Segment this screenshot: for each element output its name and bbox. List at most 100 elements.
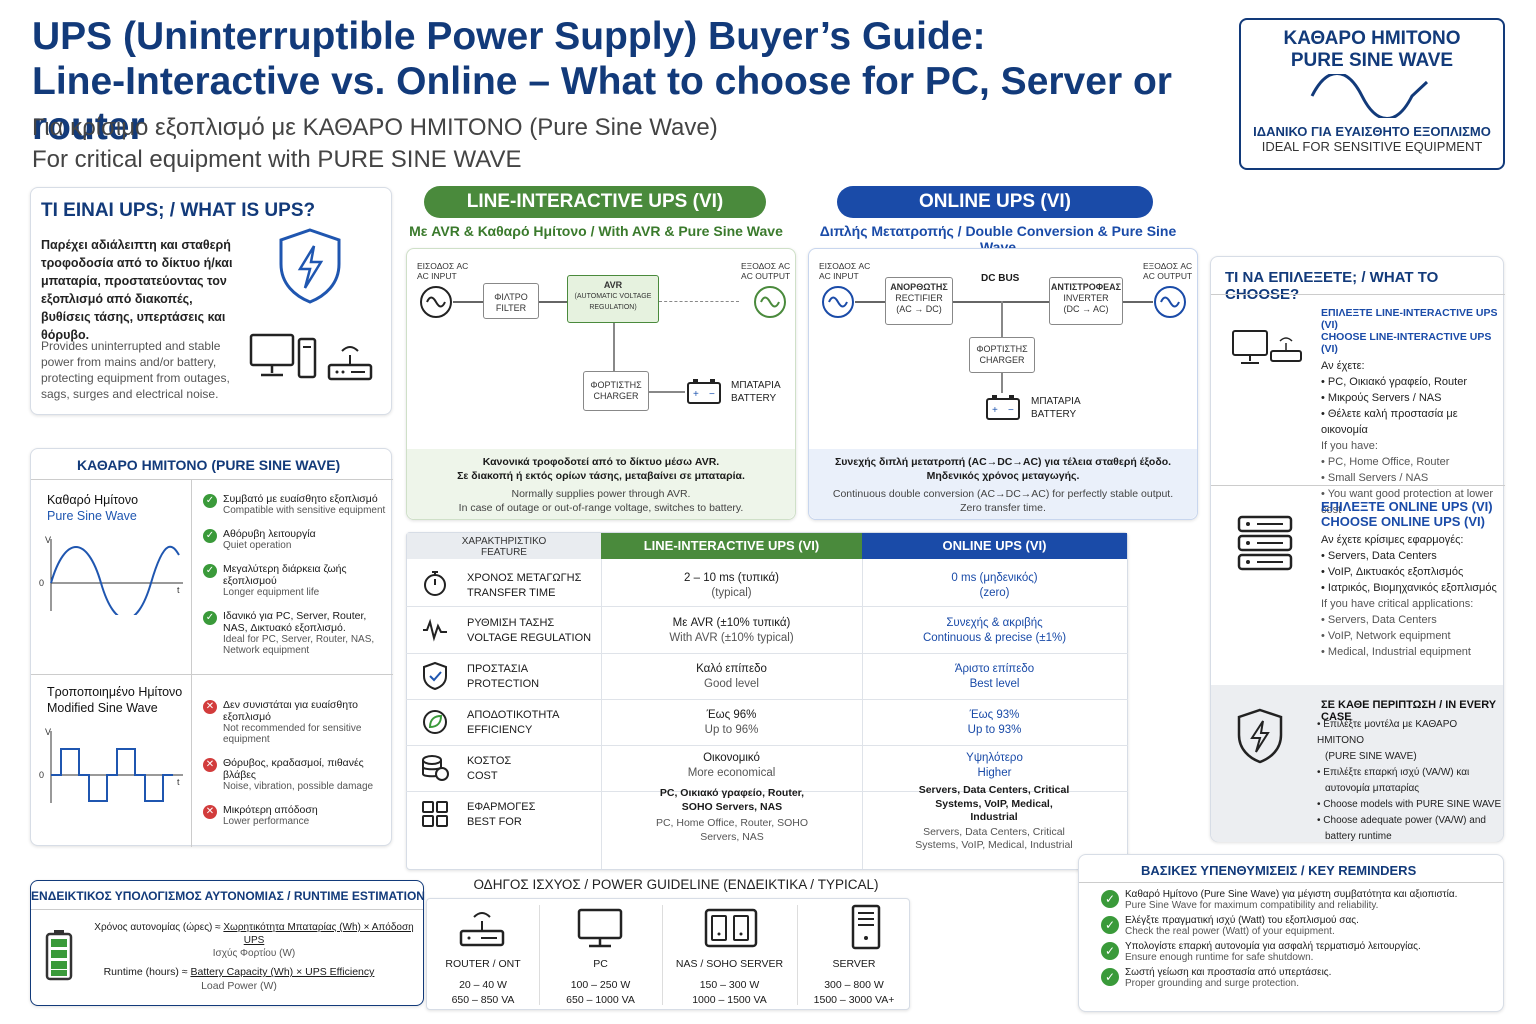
mod-sine-label-greek: Τροποποιημένο Ημίτονο xyxy=(47,685,183,699)
subtitle-english: For critical equipment with PURE SINE WA… xyxy=(32,146,522,173)
pure-sine-graph: V 0 t xyxy=(39,535,183,615)
online-description: Συνεχής διπλή μετατροπή (AC→DC→AC) για τ… xyxy=(809,449,1197,519)
monitor-icon xyxy=(577,908,623,948)
pure-axis-zero: 0 xyxy=(39,578,44,588)
comparison-table xyxy=(406,532,1128,870)
mod-axis-zero: 0 xyxy=(39,770,44,780)
shield-bolt-icon xyxy=(1237,708,1283,764)
title-line-1: UPS (Uninterruptible Power Supply) Buyer… xyxy=(32,15,986,58)
reminder-item: ✓ Σωστή γείωση και προστασία από υπερτάσ… xyxy=(1101,967,1497,989)
battery-level-icon xyxy=(45,930,73,981)
pure-sine-label-english: Pure Sine Wave xyxy=(47,509,137,523)
row-vi-value: Έως 96%Up to 96% xyxy=(704,709,759,736)
pure-axis-t: t xyxy=(177,585,180,595)
badge-title-greek: ΚΑΘΑΡΟ ΗΜΙΤΟΝΟ xyxy=(1283,28,1461,49)
vi-description: Κανονικά τροφοδοτεί από το δίκτυο μέσω A… xyxy=(407,449,795,519)
svg-text:−: − xyxy=(709,389,715,400)
mod-sine-label-english: Modified Sine Wave xyxy=(47,701,158,715)
key-reminders-card: ΒΑΣΙΚΕΣ ΥΠΕΝΘΥΜΙΣΕΙΣ / KEY REMINDERS ✓ Κ… xyxy=(1078,854,1504,1012)
shield-bolt-icon xyxy=(279,228,341,304)
sine-wave-card: ΚΑΘΑΡΟ ΗΜΙΤΟΝΟ (PURE SINE WAVE) Καθαρό Η… xyxy=(30,448,393,847)
coins-icon xyxy=(422,755,449,781)
choose-title: ΤΙ ΝΑ ΕΠΙΛΕΞΕΤΕ; / WHAT TO CHOOSE? xyxy=(1225,269,1439,303)
cross-icon: ✕ xyxy=(203,700,217,714)
reminder-item: ✓ Υπολογίστε επαρκή αυτονομία για ασφαλή… xyxy=(1101,941,1497,963)
ac-input-icon xyxy=(822,286,854,318)
voltage-wave-icon xyxy=(423,618,447,642)
pure-axis-v: V xyxy=(45,535,51,545)
what-to-choose-card: ΤΙ ΝΑ ΕΠΙΛΕΞΕΤΕ; / WHAT TO CHOOSE? ΕΠΙΛΕ… xyxy=(1210,256,1505,842)
check-icon: ✓ xyxy=(1101,968,1119,986)
check-icon: ✓ xyxy=(203,564,217,578)
reminder-item: ✓ Καθαρό Ημίτονο (Pure Sine Wave) για μέ… xyxy=(1101,889,1497,911)
mod-drawbacks-list: ✕ Δεν συνιστάται για ευαίσθητο εξοπλισμό… xyxy=(203,699,389,827)
mod-drawback-item: ✕ Δεν συνιστάται για ευαίσθητο εξοπλισμό… xyxy=(203,699,389,745)
power-guide-card: ROUTER / ONT 20 – 40 W 650 – 850 VA PC 1… xyxy=(426,898,910,1010)
check-icon: ✓ xyxy=(203,529,217,543)
subtitle: Για κρίσιμο εξοπλισμό με ΚΑΘΑΡΟ ΗΜΙΤΟΝΟ … xyxy=(32,112,718,176)
reminders-title: ΒΑΣΙΚΕΣ ΥΠΕΝΘΥΜΙΣΕΙΣ / KEY REMINDERS xyxy=(1141,863,1417,878)
mod-axis-t: t xyxy=(177,777,180,787)
runtime-formula-greek: Χρόνος αυτονομίας (ώρες) ≈ Χωρητικότητα … xyxy=(94,922,414,959)
runtime-formula-english: Runtime (hours) ≈ Battery Capacity (Wh) … xyxy=(103,966,375,992)
best-for-vi: PC, Οικιακό γραφείο, Router, SOHO Server… xyxy=(655,787,809,843)
table-head-online: ONLINE UPS (VI) xyxy=(862,533,1127,559)
row-online-value: Έως 93%Up to 93% xyxy=(967,709,1022,736)
runtime-title: ΕΝΔΕΙΚΤΙΚΟΣ ΥΠΟΛΟΓΙΣΜΟΣ ΑΥΤΟΝΟΜΙΑΣ / RUN… xyxy=(31,889,425,903)
pure-sine-label-greek: Καθαρό Ημίτονο xyxy=(47,493,139,507)
choose-vi-block: ΕΠΙΛΕΞΤΕ LINE-INTERACTIVE UPS (VI) CHOOS… xyxy=(1321,307,1498,516)
sine-wave-icon xyxy=(1310,74,1429,118)
mod-axis-v: V xyxy=(45,727,51,737)
rectifier-box: ΑΝΟΡΘΩΤΗΣ RECTIFIER (AC → DC) xyxy=(885,277,953,325)
ac-output-icon xyxy=(1154,286,1186,318)
battery-icon: +− xyxy=(986,395,1020,420)
power-item: SERVER 300 – 800 W 1500 – 3000 VA+ xyxy=(813,958,895,1006)
ac-input-icon xyxy=(420,286,452,318)
server-rack-icon xyxy=(1237,515,1293,571)
row-online-value: 0 ms (μηδενικός)(zero) xyxy=(951,572,1038,599)
cross-icon: ✕ xyxy=(203,805,217,819)
what-is-text-english: Provides uninterrupted and stable power … xyxy=(41,339,230,401)
router-icon xyxy=(327,346,373,381)
vi-subtitle: Με AVR & Καθαρό Ημίτονο / With AVR & Pur… xyxy=(409,223,783,239)
apps-grid-icon xyxy=(422,801,448,827)
what-is-text-greek: Παρέχει αδιάλειπτη και σταθερή τροφοδοσί… xyxy=(41,238,233,342)
nas-icon xyxy=(704,908,758,948)
computer-icon xyxy=(1232,330,1302,364)
shield-check-icon xyxy=(423,661,447,691)
runtime-card: ΕΝΔΕΙΚΤΙΚΟΣ ΥΠΟΛΟΓΙΣΜΟΣ ΑΥΤΟΝΟΜΙΑΣ / RUN… xyxy=(30,880,425,1006)
best-for-online: Servers, Data Centers, Critical Systems,… xyxy=(915,784,1073,851)
stopwatch-icon xyxy=(424,571,446,596)
badge-caption-greek: ΙΔΑΝΙΚΟ ΓΙΑ ΕΥΑΙΣΘΗΤΟ ΕΞΟΠΛΙΣΜΟ xyxy=(1253,124,1491,139)
badge-caption-english: IDEAL FOR SENSITIVE EQUIPMENT xyxy=(1261,139,1483,154)
every-case-box: ΣΕ ΚΑΘΕ ΠΕΡΙΠΤΩΣΗ / IN EVERY CASE • Επιλ… xyxy=(1211,685,1503,842)
what-is-ups-card: ΤΙ ΕΙΝΑΙ UPS; / WHAT IS UPS? Παρέχει αδι… xyxy=(30,187,392,415)
efficiency-leaf-icon xyxy=(423,710,447,734)
row-vi-value: Με AVR (±10% τυπικά)With AVR (±10% typic… xyxy=(669,617,794,644)
check-icon: ✓ xyxy=(1101,916,1119,934)
svg-text:+: + xyxy=(992,405,998,416)
svg-text:−: − xyxy=(1008,405,1014,416)
badge-title-english: PURE SINE WAVE xyxy=(1290,50,1454,71)
reminder-item: ✓ Ελέγξτε πραγματική ισχύ (Watt) του εξο… xyxy=(1101,915,1497,937)
